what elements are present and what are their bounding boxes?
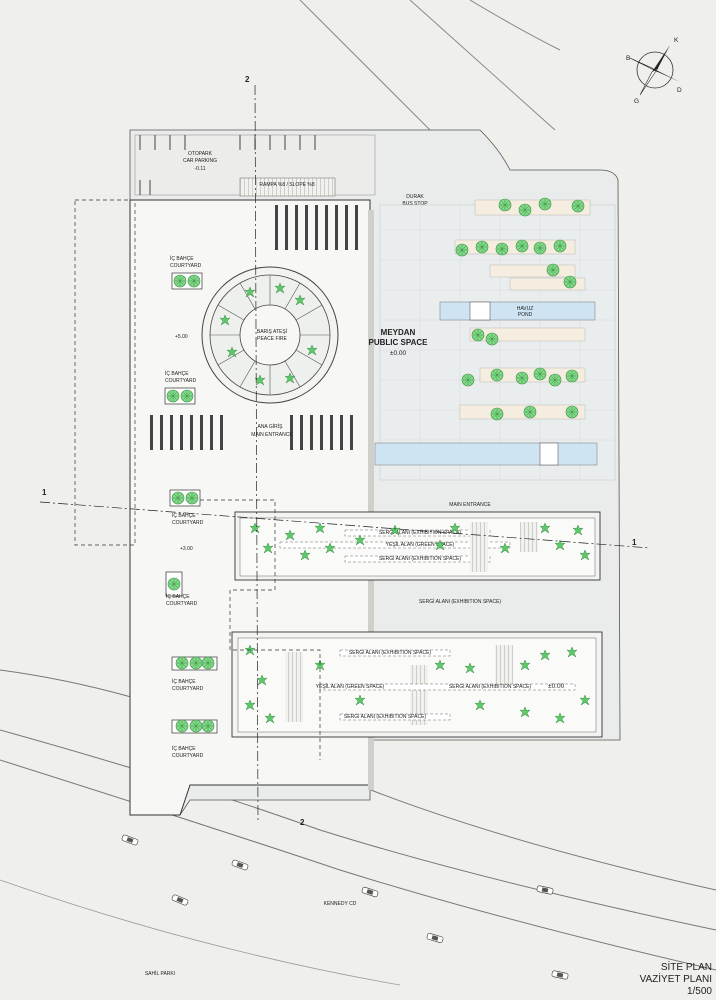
courtyard-2-tr: İÇ BAHÇE [165, 370, 189, 377]
pedestrian-stripes-top [275, 205, 358, 250]
parking-label-tr: OTOPARK [188, 151, 213, 157]
section-line-1: 1 1 [39, 488, 651, 549]
block2-green: YEŞİL ALAN (GREEN SPACE) [316, 683, 385, 690]
bus-stop-label-tr: DURAK [406, 194, 424, 200]
block1-green: YEŞİL ALAN (GREEN SPACE) [386, 541, 455, 548]
section-2-top: 2 [245, 75, 250, 84]
interior-dashed-walls [200, 499, 321, 760]
courtyard-1-tr: İÇ BAHÇE [170, 255, 194, 262]
bus-stop: DURAK BUS STOP [402, 194, 428, 207]
courtyard-4-en: COURTYARD [166, 601, 198, 607]
block1-exhibition-top: SERGİ ALANI (EXHIBITION SPACE) [379, 529, 461, 536]
main-entrance-label-tr: ANA GİRİŞ [257, 423, 283, 430]
courtyard-3-tr: İÇ BAHÇE [172, 512, 196, 519]
section-line-2: 2 2 [245, 75, 305, 827]
west-letter: B [626, 55, 630, 62]
pond-label-tr: HAVUZ [517, 306, 534, 312]
peace-fire-label-en: PEACE FIRE [257, 336, 287, 342]
square-label-tr: MEYDAN [381, 328, 416, 337]
east-letter: D [677, 87, 682, 94]
courtyard-1-en: COURTYARD [170, 263, 202, 269]
title-line-1: SİTE PLAN [661, 960, 712, 973]
level-plus-3: +3.00 [180, 546, 193, 552]
exhibition-space-open: SERGİ ALANI (EXHIBITION SPACE) [419, 598, 501, 605]
block2-exhibition-top: SERGİ ALANI (EXHIBITION SPACE) [349, 649, 431, 656]
main-entrance-label-en: MAIN ENTRANCE [251, 432, 293, 438]
parking-label-en: CAR PARKING [183, 158, 217, 164]
section-2-bottom: 2 [300, 818, 305, 827]
park-label: SAHİL PARKI [145, 970, 175, 977]
title-scale: 1/500 [687, 986, 712, 997]
courtyard-6: İÇ BAHÇE COURTYARD [171, 719, 218, 759]
pedestrian-stripes-middle [150, 415, 353, 450]
courtyard-6-tr: İÇ BAHÇE [172, 745, 196, 752]
courtyard-5-en: COURTYARD [172, 686, 204, 692]
courtyard-4: İÇ BAHÇE COURTYARD [165, 571, 198, 607]
courtyard-3: İÇ BAHÇE COURTYARD [169, 489, 204, 526]
exhibition-block-2: SERGİ ALANI (EXHIBITION SPACE) YEŞİL ALA… [231, 631, 603, 738]
road-cars [120, 833, 569, 981]
north-letter: K [674, 37, 679, 44]
public-square: MEYDAN PUBLIC SPACE ±0.00 HAVUZ POND [369, 197, 616, 481]
section-1-right: 1 [632, 538, 637, 547]
pond-label-en: POND [518, 312, 533, 318]
block2-level: ±0.00 [548, 683, 565, 690]
courtyard-4-tr: İÇ BAHÇE [166, 593, 190, 600]
peace-fire-rotunda: BARIŞ ATEŞİ PEACE FIRE [201, 266, 339, 404]
section-1-left: 1 [42, 488, 47, 497]
road-label: KENNEDY CD [324, 901, 357, 907]
block2-exhibition-right: SERGİ ALANI (EXHIBITION SPACE) [449, 683, 531, 690]
peace-fire-label-tr: BARIŞ ATEŞİ [257, 328, 287, 335]
ramp-label: RAMPA %8 / SLOPE %8 [259, 182, 314, 188]
square-level: ±0.00 [390, 350, 407, 357]
courtyard-1: İÇ BAHÇE COURTYARD [170, 255, 203, 290]
level-plus-5: +5.00 [175, 334, 188, 340]
south-letter: G [634, 98, 639, 105]
building-edge-wall [368, 210, 374, 790]
parking-level: -0.11 [194, 166, 205, 172]
block1-exhibition-bottom: SERGİ ALANI (EXHIBITION SPACE) [379, 555, 461, 562]
courtyard-3-en: COURTYARD [172, 520, 204, 526]
main-entrance-label-upper: MAIN ENTRANCE [449, 502, 491, 508]
square-label-en: PUBLIC SPACE [369, 338, 429, 347]
block2-exhibition-bottom: SERGİ ALANI (EXHIBITION SPACE) [344, 713, 426, 720]
north-arrow-icon: K G D B [626, 37, 682, 105]
dashed-outline-west [74, 199, 136, 546]
bus-stop-label-en: BUS STOP [402, 201, 428, 207]
title-block: SİTE PLAN VAZİYET PLANI 1/500 [640, 960, 713, 997]
title-line-2: VAZİYET PLANI [640, 972, 712, 985]
courtyard-6-en: COURTYARD [172, 753, 204, 759]
courtyard-5-tr: İÇ BAHÇE [172, 678, 196, 685]
courtyard-2-en: COURTYARD [165, 378, 197, 384]
courtyard-5: İÇ BAHÇE COURTYARD [171, 656, 218, 692]
courtyard-2: İÇ BAHÇE COURTYARD [164, 370, 197, 405]
exhibition-block-1: MAIN ENTRANCE SERGİ ALANI (EXHIBITION SP… [234, 502, 601, 581]
